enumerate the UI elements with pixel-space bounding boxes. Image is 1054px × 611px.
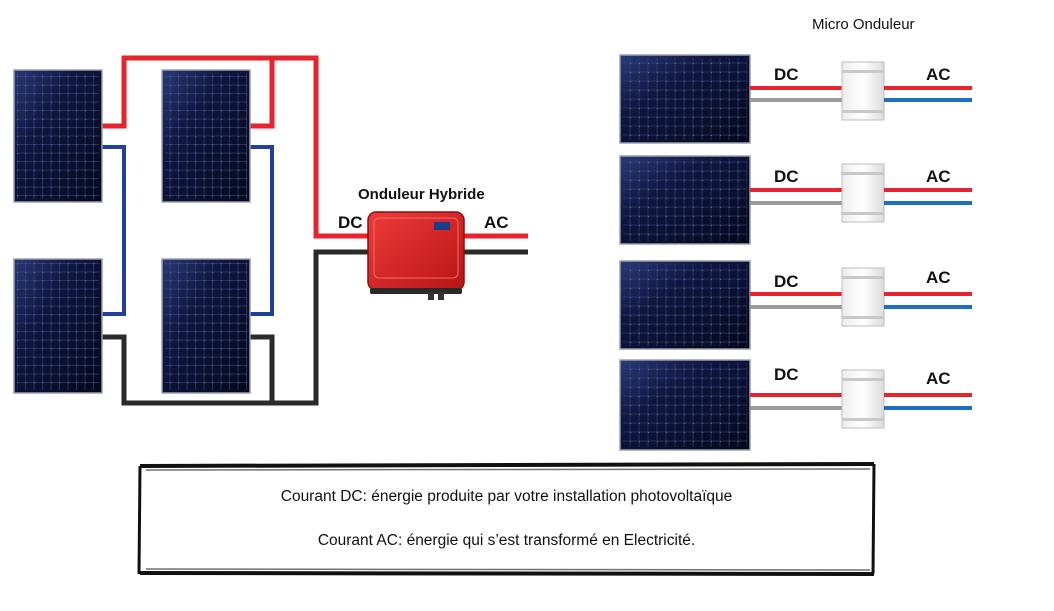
dc-negative-branch [248, 334, 275, 403]
series-link-right [248, 145, 274, 316]
micro-ac-label: AC [926, 167, 951, 186]
micro-row [619, 54, 972, 144]
micro-row [619, 359, 972, 451]
legend-dc-text: Courant DC: énergie produite par votre i… [280, 488, 733, 505]
solar-panel [13, 258, 103, 394]
string-wiring [100, 55, 528, 406]
micro-row [619, 155, 972, 245]
hybrid-ac-label: AC [484, 213, 509, 232]
solar-panel [161, 69, 251, 203]
dc-positive-wire [100, 55, 372, 239]
micro-rows [619, 54, 972, 451]
series-link-left [100, 145, 126, 316]
legend-ac-text: Courant AC: énergie qui s’est transformé… [317, 532, 696, 549]
hybrid-inverter-title: Onduleur Hybride [358, 186, 485, 203]
hybrid-dc-label: DC [338, 213, 363, 232]
micro-inverter-title: Micro Onduleur [812, 16, 915, 33]
solar-panel [161, 258, 251, 394]
micro-dc-label: DC [774, 167, 799, 186]
legend: Courant DC: énergie produite par votre i… [140, 466, 873, 571]
micro-ac-label: AC [926, 268, 951, 287]
dc-negative-wire [100, 249, 372, 406]
solar-panel [13, 69, 103, 203]
legend-border [137, 462, 876, 576]
micro-dc-label: DC [774, 65, 799, 84]
micro-dc-label: DC [774, 365, 799, 384]
micro-ac-label: AC [926, 65, 951, 84]
micro-dc-label: DC [774, 272, 799, 291]
dc-positive-branch [248, 58, 275, 129]
hybrid-inverter-icon [367, 211, 465, 300]
micro-ac-label: AC [926, 369, 951, 388]
micro-row [619, 260, 972, 350]
